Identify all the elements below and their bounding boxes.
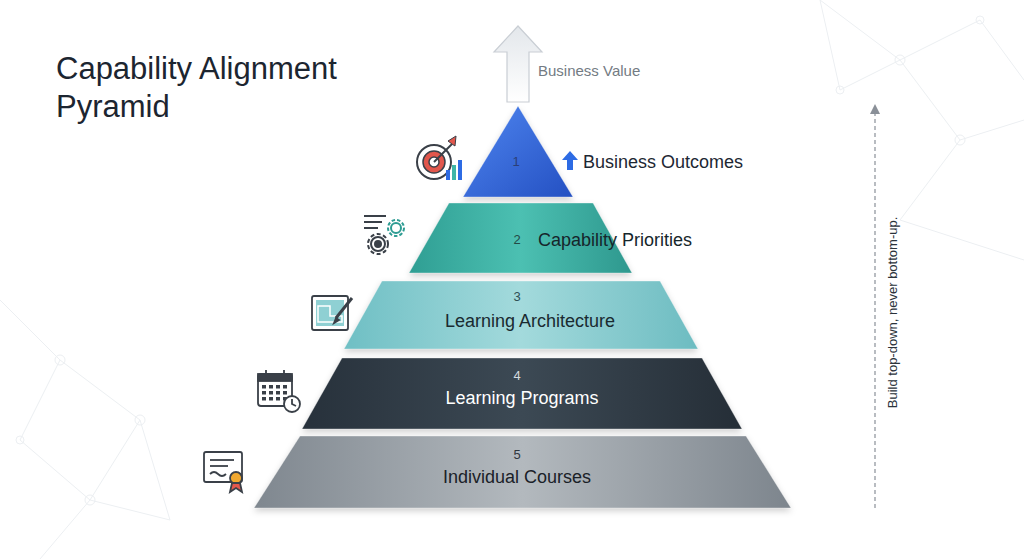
direction-line (870, 104, 880, 114)
calendar-icon (284, 396, 300, 412)
band-shape (463, 106, 573, 197)
target-icon (448, 136, 456, 146)
band-fill (254, 436, 791, 508)
gears-icon (364, 227, 378, 229)
band-label: Business Outcomes (583, 152, 743, 173)
certificate-icon (210, 472, 226, 476)
band-number: 2 (513, 233, 520, 248)
band-fill (463, 106, 573, 197)
gears-icon (371, 237, 385, 251)
background-network (836, 86, 844, 94)
band-edge (463, 106, 573, 197)
certificate-icon (210, 459, 234, 461)
up-arrow-icon (562, 151, 578, 170)
pyramid-tip: 1Business Outcomes (463, 106, 573, 197)
direction-note: Build top-down, never bottom-up. (887, 216, 902, 408)
gears-icon (364, 221, 382, 223)
calendar-cell (276, 397, 280, 401)
calendar-cell (269, 385, 273, 389)
business-value-arrow (494, 26, 542, 102)
background-network (955, 135, 965, 145)
axis-label: Business Value (538, 62, 640, 79)
background-network (976, 16, 984, 24)
band-edge (344, 281, 698, 349)
band-label: Learning Programs (445, 388, 598, 409)
blueprint-icon (336, 298, 352, 318)
pyramid-band: 3Learning Architecture (344, 281, 698, 349)
band-number: 1 (512, 155, 519, 170)
target-icon (446, 170, 450, 180)
calendar-cell (262, 397, 266, 401)
band-fill (344, 281, 698, 349)
background-network (0, 300, 170, 559)
band-number: 4 (513, 369, 520, 384)
target-icon (452, 165, 456, 180)
direction-line (870, 104, 880, 508)
blueprint-icon (312, 296, 352, 330)
pyramid-band: 2Capability Priorities (409, 203, 632, 273)
calendar-cell (262, 391, 266, 395)
gears-icon (364, 215, 386, 217)
band-label: Capability Priorities (538, 230, 692, 251)
title: Capability Alignment Pyramid (56, 50, 416, 126)
band-label: Learning Architecture (445, 311, 615, 332)
gears-icon (375, 241, 381, 247)
target-icon (417, 145, 451, 179)
background-network (16, 436, 24, 444)
target-icon (458, 160, 462, 180)
band-edge (254, 436, 791, 508)
background-network (895, 55, 905, 65)
calendar-icon (258, 370, 300, 412)
band-number: 5 (513, 448, 520, 463)
gears-icon (388, 220, 404, 236)
direction-line (874, 112, 875, 508)
certificate-icon (230, 483, 242, 492)
calendar-icon (283, 370, 285, 378)
background-network (820, 0, 1024, 260)
gears-icon (368, 234, 388, 254)
blueprint-icon (312, 296, 348, 330)
calendar-cell (269, 391, 273, 395)
calendar-cell (276, 385, 280, 389)
gears-icon (391, 223, 401, 233)
background-network (135, 415, 145, 425)
calendar-cell (283, 385, 287, 389)
certificate-icon (210, 465, 228, 467)
calendar-cell (262, 385, 266, 389)
calendar-icon (265, 370, 267, 378)
band-number: 3 (513, 290, 520, 305)
calendar-icon (262, 385, 287, 401)
calendar-cell (276, 391, 280, 395)
band-fill (302, 358, 742, 429)
certificate-icon (204, 452, 242, 492)
gears-icon (364, 216, 404, 254)
blueprint-icon (334, 318, 339, 323)
up-arrow-icon (562, 151, 578, 170)
calendar-icon (292, 399, 296, 406)
background-network (55, 355, 65, 365)
business-value-arrow (494, 26, 542, 102)
calendar-cell (283, 391, 287, 395)
background-network (85, 495, 95, 505)
band-label: Individual Courses (443, 467, 591, 488)
target-icon (434, 144, 452, 162)
band-edge (302, 358, 742, 429)
calendar-cell (269, 397, 273, 401)
pyramid-band: 4Learning Programs (302, 358, 742, 429)
target-icon (417, 136, 462, 180)
calendar-icon (258, 374, 292, 381)
pyramid-band: 5Individual Courses (254, 436, 791, 508)
